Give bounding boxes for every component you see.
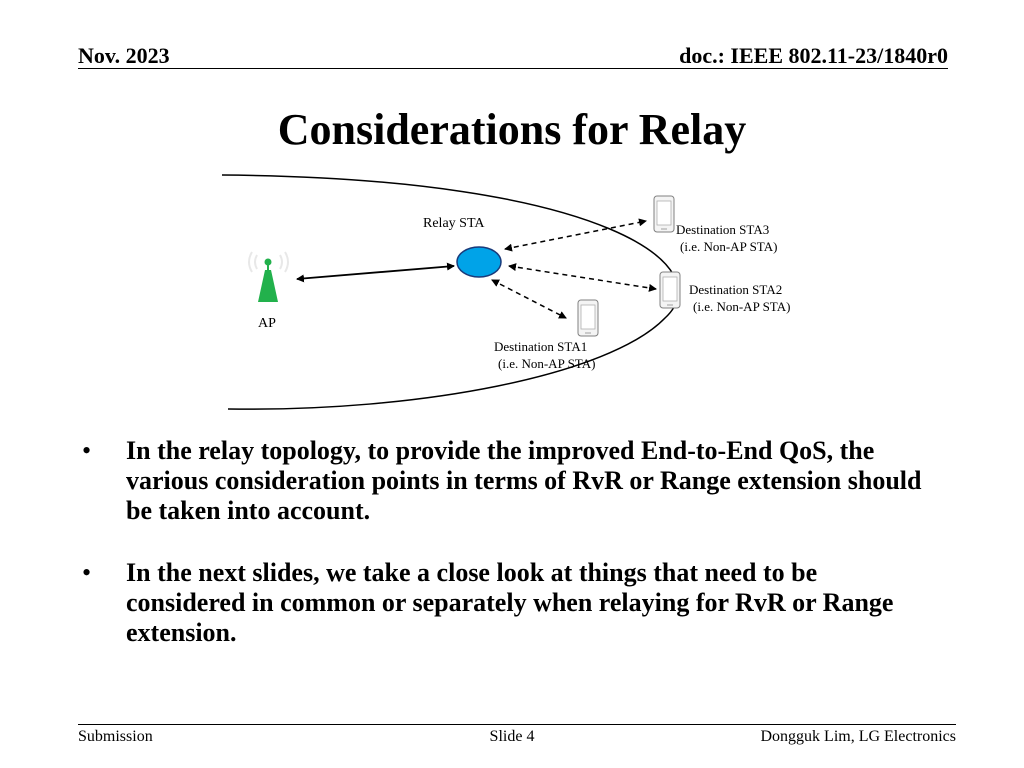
bullet-item: • In the next slides, we take a close lo… <box>82 558 942 648</box>
slide-title: Considerations for Relay <box>277 105 747 154</box>
dest-sta2-sublabel: (i.e. Non-AP STA) <box>693 299 790 314</box>
footer-submission: Submission <box>78 728 153 745</box>
dest-sta1-phone-icon <box>577 299 599 337</box>
relay-dest3-link <box>504 218 647 252</box>
dest-sta1-sublabel: (i.e. Non-AP STA) <box>498 356 595 371</box>
bullet-text: In the relay topology, to provide the im… <box>126 436 922 525</box>
dest-sta3-label: Destination STA3 <box>676 222 769 237</box>
ap-label: AP <box>258 316 276 331</box>
dest-sta2-label: Destination STA2 <box>689 282 782 297</box>
footer-rule <box>78 724 956 725</box>
bullet-item: • In the relay topology, to provide the … <box>82 436 942 526</box>
relay-dest1-link <box>491 279 567 319</box>
header-date: Nov. 2023 <box>78 43 170 68</box>
bullet-list: • In the relay topology, to provide the … <box>82 436 942 680</box>
header-doc-id: doc.: IEEE 802.11-23/1840r0 <box>679 43 948 68</box>
dest-sta3-phone-icon <box>653 195 675 233</box>
relay-sta-label: Relay STA <box>423 216 485 231</box>
coverage-boundary-arc <box>221 174 680 410</box>
dest-sta3-sublabel: (i.e. Non-AP STA) <box>680 239 777 254</box>
relay-dest2-link <box>508 263 657 292</box>
dest-sta2-phone-icon <box>659 271 681 309</box>
bullet-text: In the next slides, we take a close look… <box>126 558 894 647</box>
footer-author: Dongguk Lim, LG Electronics <box>760 728 956 745</box>
footer-slide-number: Slide 4 <box>489 728 535 745</box>
relay-sta-node <box>456 246 502 278</box>
dest-sta1-label: Destination STA1 <box>494 339 587 354</box>
ap-relay-link <box>296 262 455 283</box>
header-rule <box>78 68 948 69</box>
bullet-marker: • <box>82 436 92 465</box>
bullet-marker: • <box>82 558 92 587</box>
ap-antenna-icon <box>248 251 289 302</box>
